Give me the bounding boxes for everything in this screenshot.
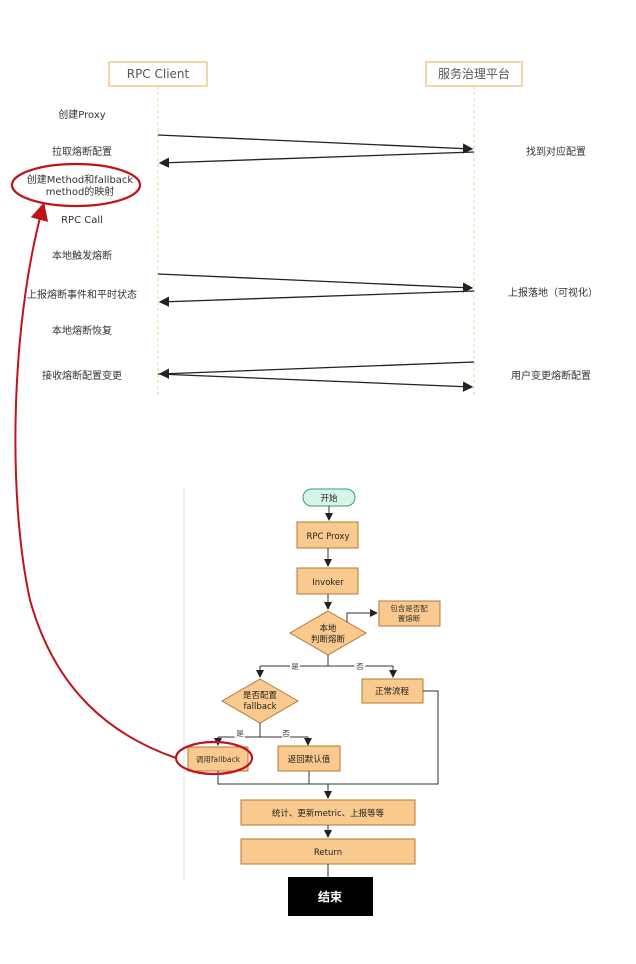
step-local-trigger: 本地触发熔断: [52, 249, 112, 262]
arrow-pull-request: [157, 134, 474, 154]
node-return: [240, 838, 416, 865]
step-create-proxy: 创建Proxy: [58, 108, 105, 121]
arrow-change-push: [158, 361, 475, 379]
sequence-diagram: RPC Client 服务治理平台 创建Proxy 拉取熔断配置 创建Metho…: [27, 61, 598, 398]
node-return-label: Return: [314, 848, 342, 858]
node-rpc-proxy-label: RPC Proxy: [307, 532, 350, 542]
node-normal-flow: [361, 678, 424, 704]
node-start-label: 开始: [320, 493, 338, 504]
step-pull-config: 拉取熔断配置: [52, 145, 112, 158]
highlight-annotations: [10, 162, 254, 776]
node-rpc-proxy: [296, 521, 359, 549]
node-end: [288, 877, 373, 916]
node-invoker-label: Invoker: [312, 578, 344, 588]
highlight-circle-mapping: [10, 162, 142, 208]
node-call-fallback-label: 调用fallback: [196, 755, 241, 764]
highlight-connector-arrow: [14, 202, 177, 759]
label-no-1: 否: [356, 662, 364, 671]
arrow-report-response: [158, 290, 475, 307]
node-contains-config: [378, 600, 441, 627]
node-local-check-line1: 本地: [319, 623, 337, 634]
step-create-mapping-line1: 创建Method和fallback: [27, 173, 134, 186]
label-yes-1: 是: [291, 662, 299, 671]
flowchart: 开始 RPC Proxy Invoker 本地 判断熔断 包含是否配 置熔断 是…: [183, 488, 441, 916]
step-receive-change: 接收熔断配置变更: [42, 369, 122, 382]
label-no-2: 否: [282, 729, 290, 738]
node-fallback-check: [221, 678, 299, 724]
edge-fallback-merge: [217, 771, 330, 785]
node-normal-flow-label: 正常流程: [375, 686, 410, 697]
node-end-label: 结束: [318, 889, 343, 904]
node-fallback-check-line1: 是否配置: [243, 691, 278, 701]
step-local-recover: 本地熔断恢复: [52, 324, 112, 337]
arrow-pull-response: [158, 151, 475, 168]
node-stats-label: 统计、更新metric、上报等等: [272, 808, 385, 819]
node-contains-line2: 置熔断: [398, 613, 421, 623]
participant-client-label: RPC Client: [127, 67, 190, 81]
note-find-config: 找到对应配置: [526, 145, 586, 158]
step-rpc-call: RPC Call: [61, 215, 103, 226]
node-call-fallback: [187, 746, 249, 772]
arrow-report-request: [157, 273, 474, 293]
label-yes-2: 是: [236, 729, 244, 738]
edge-normal-merge: [330, 690, 439, 785]
node-local-check-line2: 判断熔断: [311, 634, 346, 645]
node-fallback-check-line2: fallback: [243, 702, 276, 712]
step-report-event: 上报熔断事件和平时状态: [27, 288, 137, 301]
node-return-default-label: 返回默认值: [288, 754, 331, 765]
step-create-mapping-line2: method的映射: [46, 185, 115, 198]
node-contains-line1: 包含是否配: [390, 603, 428, 613]
edge-check-contains: [346, 609, 378, 622]
participant-server-label: 服务治理平台: [438, 66, 510, 81]
note-user-change: 用户变更熔断配置: [511, 369, 591, 382]
note-report-visual: 上报落地（可视化）: [508, 286, 598, 299]
arrow-change-ack: [157, 373, 474, 392]
